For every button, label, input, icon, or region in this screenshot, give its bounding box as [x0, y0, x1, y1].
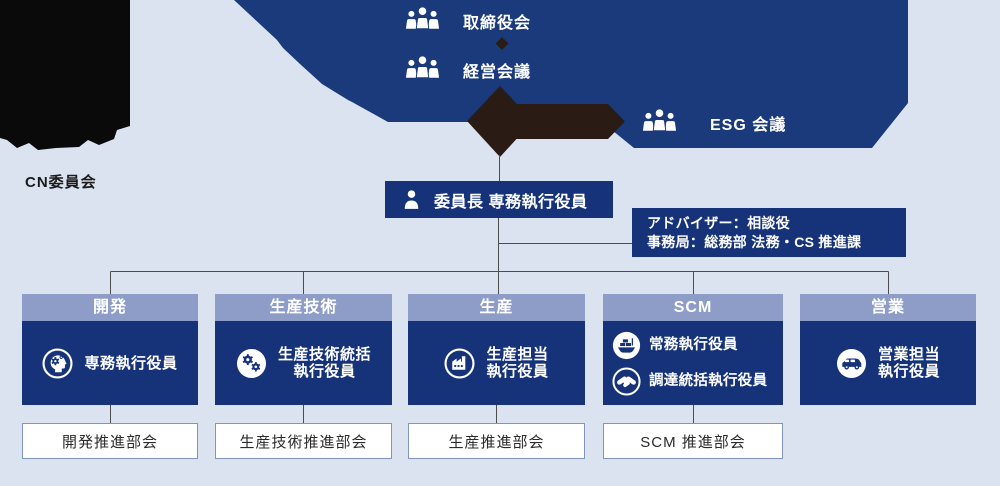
- column-body: 生産担当 執行役員: [408, 321, 585, 405]
- cropped-black-shape: [0, 0, 130, 150]
- subcommittee-label: 生産推進部会: [448, 433, 545, 451]
- car-icon: [836, 348, 867, 379]
- gears-icon: [236, 348, 267, 379]
- subcommittee-label: 生産技術推進部会: [239, 433, 368, 451]
- board-of-directors-label: 取締役会: [463, 15, 532, 32]
- person-icon: [404, 190, 419, 209]
- column-body: 営業担当 執行役員: [800, 321, 976, 405]
- column-header: 開発: [22, 294, 198, 321]
- esg-meeting-label: ESG 会議: [710, 117, 787, 134]
- role-label: 調達統括執行役員: [649, 372, 768, 389]
- role-line: 執行役員: [877, 363, 940, 380]
- role-line: 生産技術統括: [277, 346, 371, 363]
- role-line: 営業担当: [877, 346, 940, 363]
- top-governance-shape: [234, 0, 908, 148]
- subcommittee-box: 生産推進部会: [408, 423, 585, 459]
- org-column-sales: 営業: [800, 294, 976, 405]
- org-column-production: 生産 生産担当 執行役員: [408, 294, 585, 405]
- column-body: 常務執行役員 調達統括執行役員: [603, 321, 783, 405]
- org-column-development: 開発 専務執行役員: [22, 294, 198, 405]
- flow-arrow-icon: [467, 86, 625, 157]
- subcommittee-box: 生産技術推進部会: [215, 423, 392, 459]
- ship-icon: [612, 331, 641, 360]
- subcommittee-label: 開発推進部会: [61, 433, 158, 451]
- people-group-icon: [404, 7, 441, 29]
- scm-role-row: 調達統括執行役員: [612, 366, 768, 396]
- diamond-connector-icon: [495, 37, 509, 50]
- factory-icon: [444, 347, 475, 379]
- chairman-label: 委員長 専務執行役員: [434, 193, 588, 211]
- org-column-scm: SCM 常務執行役員: [603, 294, 783, 405]
- advisor-box: アドバイザー：相談役 事務局：総務部 法務・CS 推進課: [632, 208, 906, 257]
- role-line: 執行役員: [486, 363, 549, 380]
- management-meeting-label: 経営会議: [463, 64, 532, 81]
- column-header: 営業: [800, 294, 976, 321]
- advisor-line: アドバイザー：相談役: [647, 215, 790, 231]
- role-label: 営業担当 執行役員: [878, 346, 940, 380]
- chairman-box: 委員長 専務執行役員: [385, 181, 613, 218]
- role-label: 生産技術統括 執行役員: [278, 346, 371, 380]
- column-header: 生産技術: [215, 294, 392, 321]
- role-line: 専務執行役員: [84, 354, 178, 372]
- head-gear-icon: [42, 347, 73, 379]
- column-body: 生産技術統括 執行役員: [215, 321, 392, 405]
- cn-committee-label: CN委員会: [25, 174, 97, 191]
- people-group-icon: [404, 56, 441, 78]
- column-header: SCM: [603, 294, 783, 321]
- subcommittee-label: SCM 推進部会: [640, 433, 746, 451]
- column-body: 専務執行役員: [22, 321, 198, 405]
- subcommittee-box: SCM 推進部会: [603, 423, 783, 459]
- role-label: 生産担当 執行役員: [486, 346, 548, 380]
- connector-lines: [110, 155, 889, 423]
- org-column-production-engineering: 生産技術: [215, 294, 392, 405]
- secretariat-line: 事務局：総務部 法務・CS 推進課: [647, 234, 862, 250]
- handshake-icon: [612, 366, 641, 396]
- subcommittee-box: 開発推進部会: [22, 423, 198, 459]
- scm-role-row: 常務執行役員: [612, 331, 738, 360]
- role-label: 常務執行役員: [649, 336, 738, 353]
- role-label: 専務執行役員: [84, 355, 177, 372]
- role-line: 執行役員: [293, 363, 356, 380]
- people-group-icon: [641, 109, 678, 131]
- role-line: 生産担当: [486, 346, 549, 363]
- column-header: 生産: [408, 294, 585, 321]
